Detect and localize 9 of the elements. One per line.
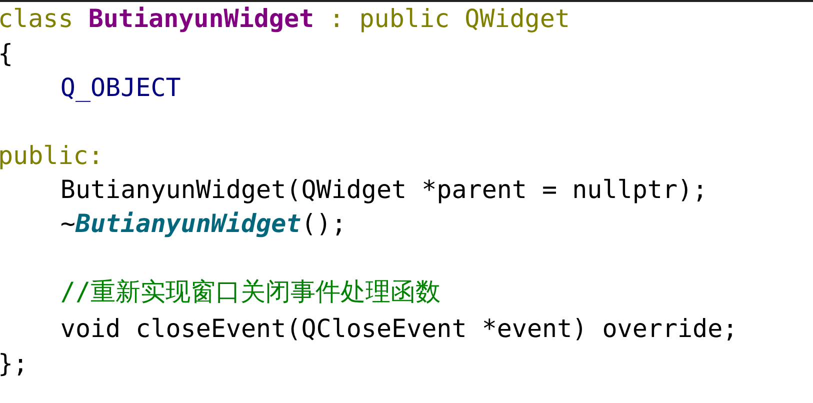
code-line: void closeEvent(QCloseEvent *event) override; [60,314,738,344]
code-line: }; [0,349,28,379]
code-line: public: [0,141,104,171]
code-line: ~ButianyunWidget(); [60,209,346,239]
code-comment: //重新实现窗口关闭事件处理函数 [60,277,440,307]
code-line: ButianyunWidget(QWidget *parent = nullptr); [60,175,708,205]
code-line: class ButianyunWidget : public QWidget [0,4,570,34]
code-line: Q_OBJECT [60,73,181,103]
code-line: { [0,39,14,69]
